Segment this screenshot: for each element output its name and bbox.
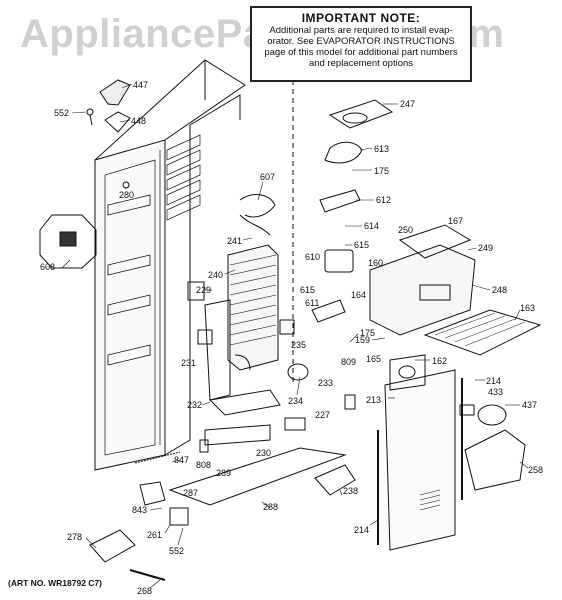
callout-249[interactable]: 249	[478, 243, 494, 253]
callout-611[interactable]: 611	[305, 298, 320, 308]
leader-lines	[61, 83, 529, 589]
callout-213[interactable]: 213	[366, 395, 382, 405]
callout-613[interactable]: 613	[374, 144, 390, 154]
callout-552-top[interactable]: 552	[54, 108, 70, 118]
callout-159[interactable]: 159	[355, 335, 371, 345]
callout-229[interactable]: 229	[196, 285, 212, 295]
callout-278[interactable]: 278	[67, 532, 83, 542]
light-assembly-drawing	[459, 404, 526, 491]
callout-808[interactable]: 808	[196, 460, 212, 470]
callout-160[interactable]: 160	[368, 258, 384, 268]
callout-227[interactable]: 227	[315, 410, 331, 420]
callout-614[interactable]: 614	[364, 221, 380, 231]
callout-437[interactable]: 437	[522, 400, 538, 410]
callout-233[interactable]: 233	[318, 378, 334, 388]
callout-234[interactable]: 234	[288, 396, 304, 406]
callout-214-upper[interactable]: 214	[486, 376, 502, 386]
note-title: IMPORTANT NOTE:	[301, 11, 421, 25]
callout-175-lower[interactable]: 175	[360, 328, 376, 338]
note-line-1: Additional parts are required to install…	[269, 25, 453, 36]
duct-232-drawing	[187, 281, 295, 416]
grille-163-drawing	[423, 309, 542, 356]
callout-448[interactable]: 448	[131, 116, 147, 126]
important-note-box: IMPORTANT NOTE: Additional parts are req…	[250, 6, 472, 82]
callout-268[interactable]: 268	[137, 586, 153, 596]
callout-287[interactable]: 287	[183, 488, 199, 498]
callout-162[interactable]: 162	[432, 356, 448, 366]
callout-258[interactable]: 258	[528, 465, 544, 475]
callout-235[interactable]: 235	[291, 340, 307, 350]
note-line-3: page of this model for additional part n…	[264, 47, 458, 58]
callout-280[interactable]: 280	[119, 190, 135, 200]
callout-165[interactable]: 165	[366, 354, 382, 364]
callout-847[interactable]: 847	[174, 455, 190, 465]
lower-parts-drawing	[89, 354, 356, 581]
callout-608[interactable]: 608	[40, 262, 56, 272]
callout-164[interactable]: 164	[351, 290, 367, 300]
callout-615-upper[interactable]: 615	[354, 240, 370, 250]
callout-288[interactable]: 288	[263, 502, 279, 512]
callout-552-bottom[interactable]: 552	[169, 546, 185, 556]
callout-610[interactable]: 610	[305, 252, 321, 262]
rear-panel-213-drawing	[377, 354, 463, 551]
part-608-drawing	[39, 214, 97, 269]
callout-612[interactable]: 612	[376, 195, 392, 205]
callout-809[interactable]: 809	[341, 357, 357, 367]
callout-247[interactable]: 247	[400, 99, 416, 109]
callout-167[interactable]: 167	[448, 216, 464, 226]
fan-assembly-drawing	[311, 99, 394, 323]
air-duct-box-drawing	[369, 224, 476, 336]
callout-447[interactable]: 447	[133, 80, 149, 90]
evaporator-drawing	[227, 194, 279, 371]
callout-615-lower[interactable]: 615	[300, 285, 316, 295]
part-447-448-drawing	[86, 79, 131, 133]
callout-607[interactable]: 607	[260, 172, 276, 182]
note-line-2: orator. See EVAPORATOR INSTRUCTIONS	[267, 36, 455, 47]
callout-231[interactable]: 231	[181, 358, 197, 368]
callout-241[interactable]: 241	[227, 236, 243, 246]
callout-238[interactable]: 238	[343, 486, 359, 496]
callout-433[interactable]: 433	[488, 387, 504, 397]
callout-261[interactable]: 261	[147, 530, 163, 540]
callout-289[interactable]: 289	[216, 468, 232, 478]
callout-248[interactable]: 248	[492, 285, 508, 295]
callout-232[interactable]: 232	[187, 400, 203, 410]
art-number: (ART NO. WR18792 C7)	[8, 578, 102, 588]
cabinet-drawing	[94, 59, 246, 471]
note-line-4: and replacement options	[308, 58, 414, 69]
callout-175-upper[interactable]: 175	[374, 166, 390, 176]
callout-240[interactable]: 240	[208, 270, 224, 280]
callout-843[interactable]: 843	[132, 505, 148, 515]
callout-214-lower[interactable]: 214	[354, 525, 370, 535]
callout-230[interactable]: 230	[256, 448, 272, 458]
callout-163[interactable]: 163	[520, 303, 536, 313]
callout-250[interactable]: 250	[398, 225, 414, 235]
